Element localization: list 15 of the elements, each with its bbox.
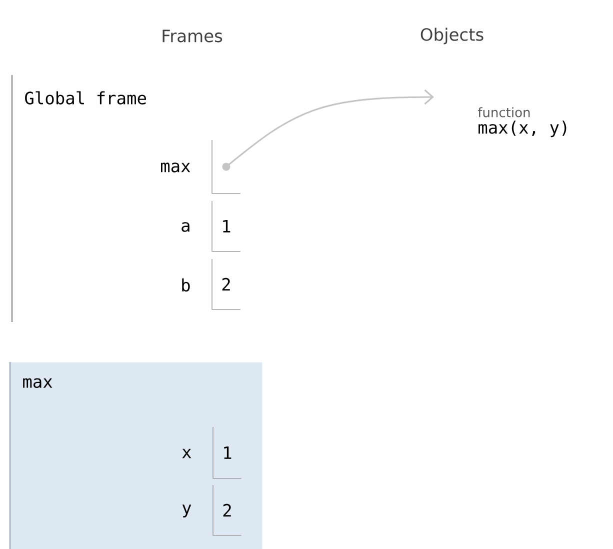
variable-name: a	[182, 222, 190, 232]
variable-name: max	[161, 162, 190, 172]
value-cell	[212, 140, 241, 194]
value-cell: 1	[212, 426, 242, 479]
pointer-arrow	[222, 89, 434, 171]
column-heading: Frames	[162, 30, 222, 42]
value-cell: 2	[212, 258, 241, 310]
variable-name: x	[182, 448, 192, 458]
variable-name: y	[182, 504, 192, 518]
column-heading: Objects	[420, 28, 484, 44]
value-cell: 2	[212, 484, 242, 536]
value-cell: 1	[212, 200, 241, 252]
variable-name: b	[182, 278, 190, 292]
global-frame: Global frame	[11, 75, 146, 322]
function-object: function max(x, y)	[478, 107, 566, 138]
